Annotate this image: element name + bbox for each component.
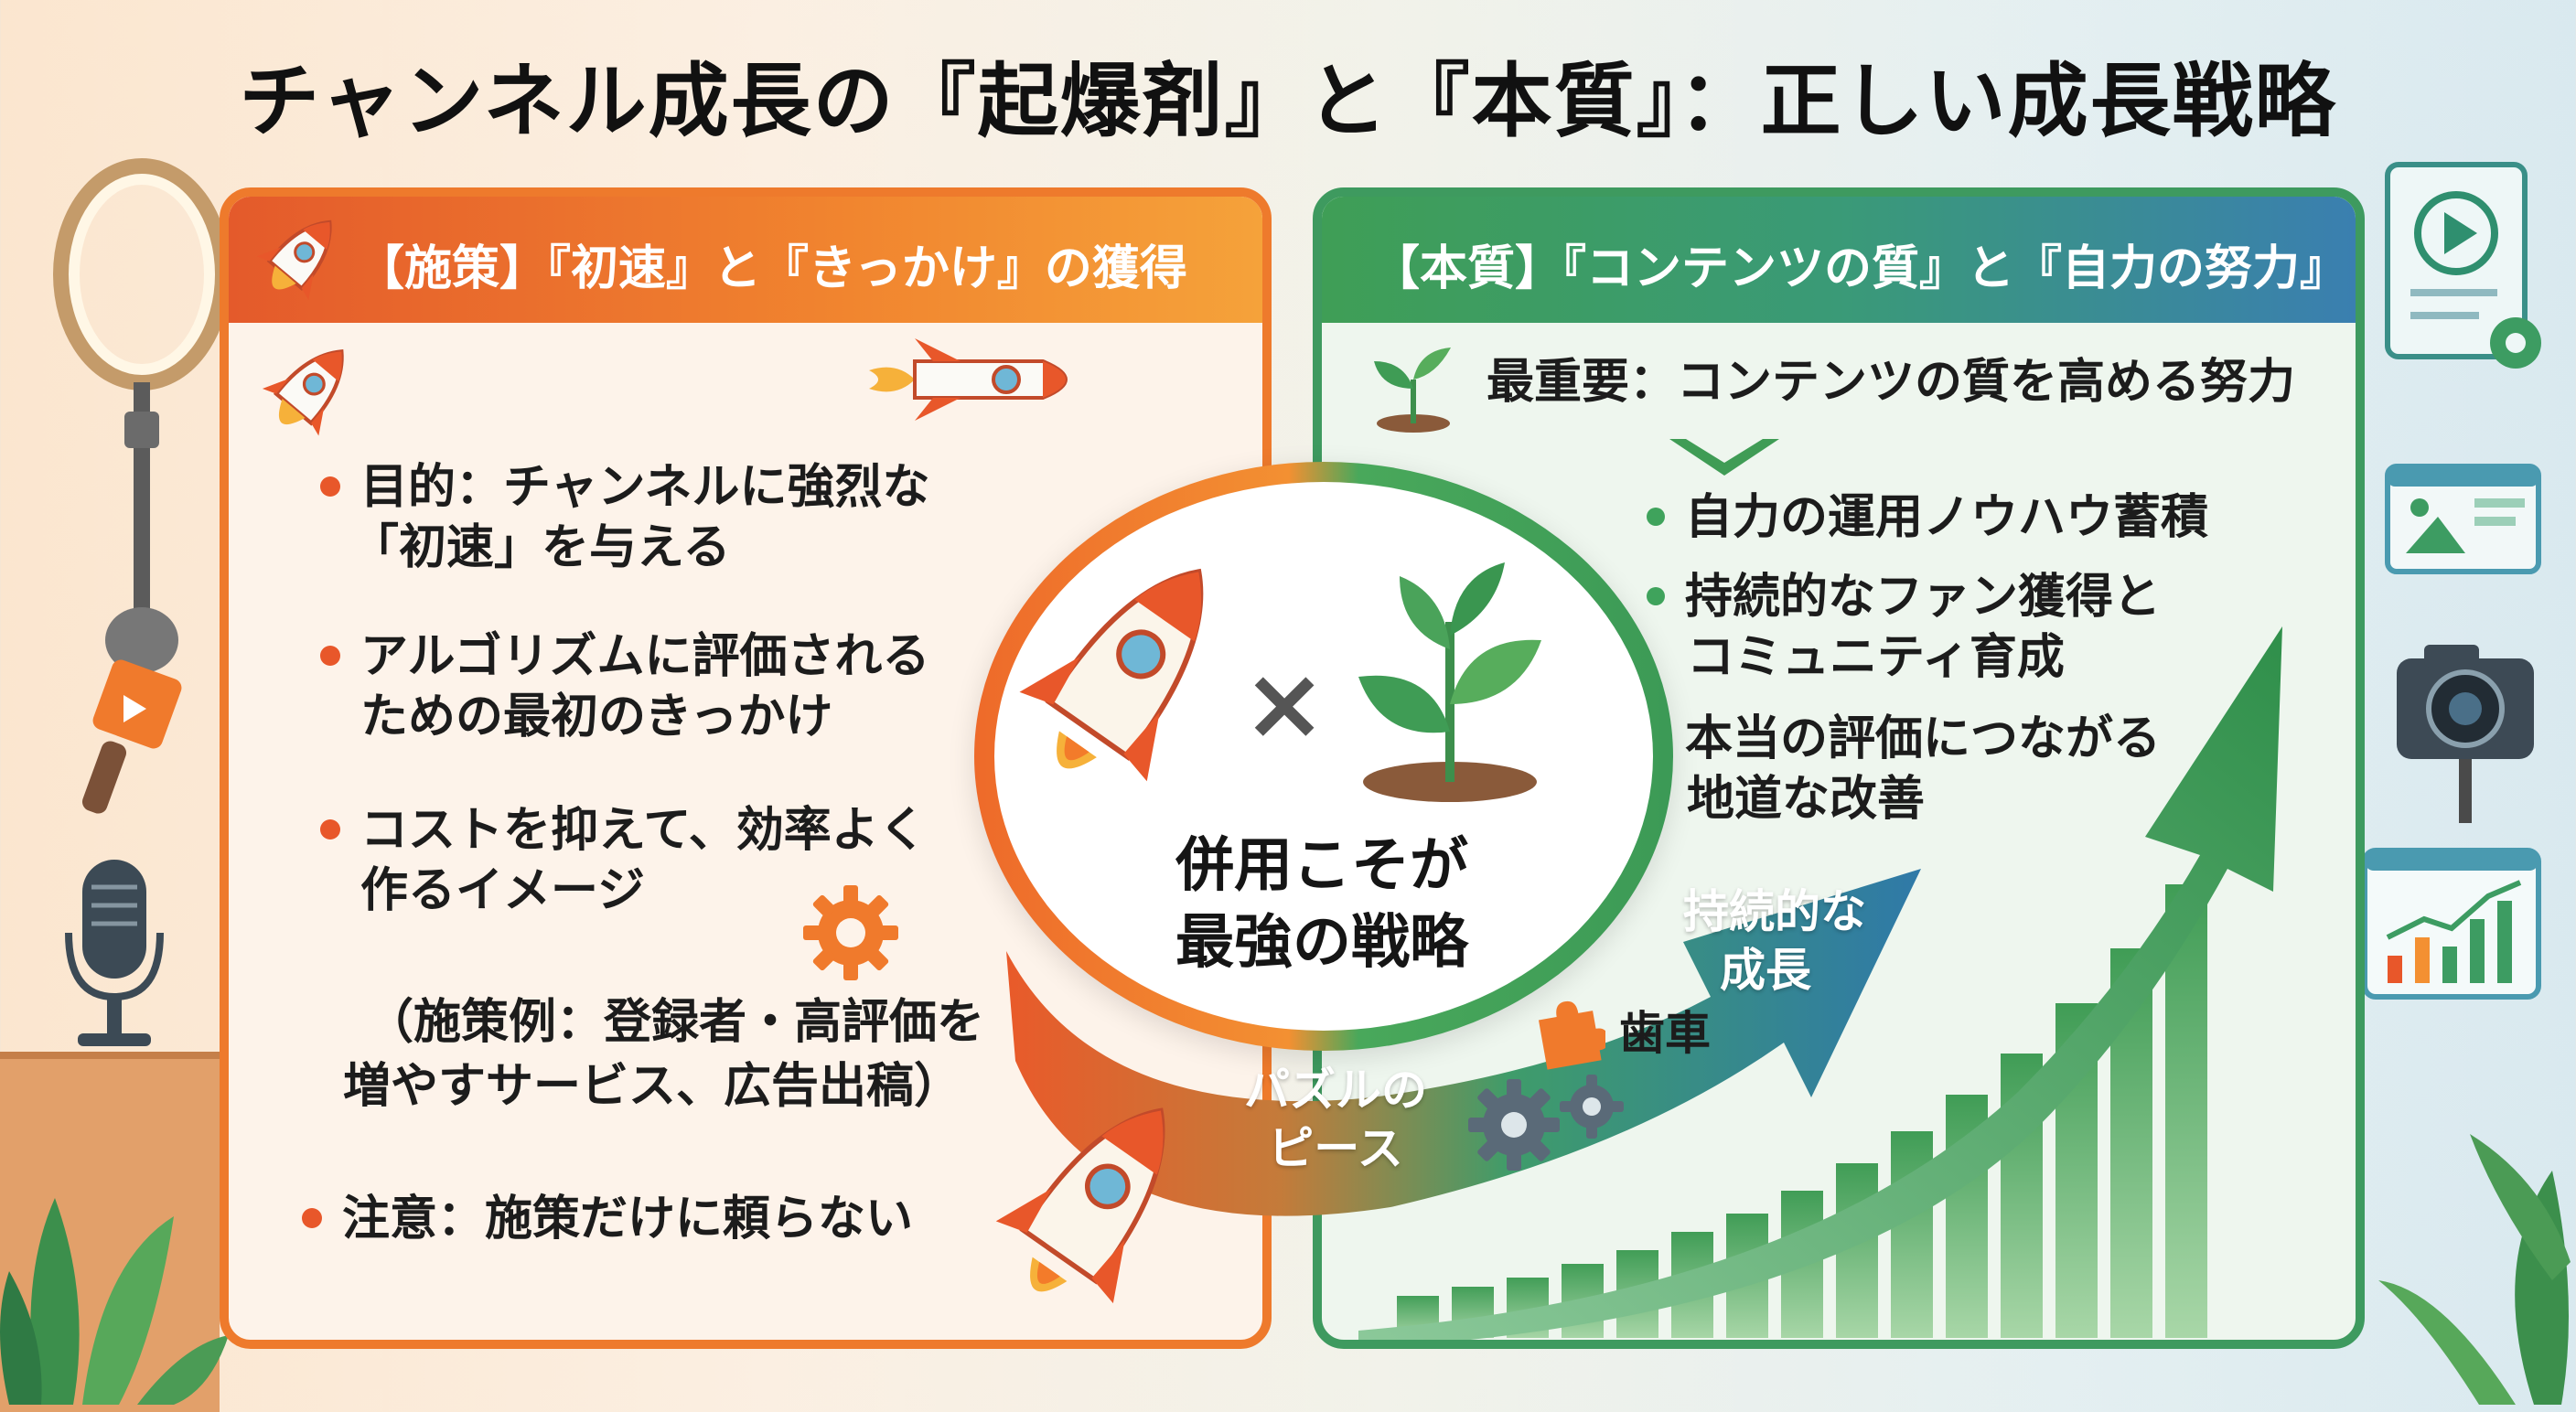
growth-label: 持続的な 成長 bbox=[1683, 885, 1866, 997]
right-bullet-improve: 本当の評価につながる 地道な改善 bbox=[1647, 709, 2161, 829]
bullet-dot bbox=[1647, 508, 1665, 526]
left-example: （施策例：登録者・高評価を bbox=[366, 995, 985, 1050]
camera-icon bbox=[2397, 645, 2534, 823]
left-example-cont: 増やすサービス、広告出稿） bbox=[343, 1059, 962, 1114]
left-panel-title: 【施策】『初速』と『きっかけ』の獲得 bbox=[357, 241, 1187, 296]
puzzle-label: パズルの ピース bbox=[1244, 1064, 1427, 1175]
left-bullet-purpose: 目的：チャンネルに強烈な 「初速」を与える bbox=[320, 457, 929, 578]
gear-icon bbox=[1468, 1075, 1624, 1171]
ring-light-icon bbox=[53, 158, 231, 611]
left-caution: 注意：施策だけに頼らない bbox=[302, 1189, 913, 1249]
growth-arrow bbox=[1006, 869, 1921, 1216]
sprout-icon bbox=[1358, 562, 1541, 802]
bullet-dot bbox=[302, 1208, 322, 1228]
right-bullet-fans: 持続的なファン獲得と コミュニティ育成 bbox=[1647, 567, 2161, 688]
center-message: 併用こそが 最強の戦略 bbox=[1175, 832, 1468, 977]
video-play-icon bbox=[2385, 162, 2541, 369]
growth-bars bbox=[1358, 626, 2282, 1340]
plant-leaves-icon bbox=[0, 1198, 229, 1405]
left-bullet-algorithm: アルゴリズムに評価される ための最初のきっかけ bbox=[320, 626, 929, 747]
microphone-icon bbox=[81, 607, 182, 814]
left-panel-header: 【施策】『初速』と『きっかけ』の獲得 bbox=[229, 197, 1262, 323]
bullet-dot bbox=[320, 646, 340, 666]
rocket-icon bbox=[995, 1107, 1165, 1304]
bullet-dot bbox=[1647, 587, 1665, 605]
microphone-icon bbox=[65, 860, 164, 1046]
gear-icon bbox=[803, 885, 898, 980]
right-panel-header: 【本質】『コンテンツの質』と『自力の努力』 bbox=[1322, 197, 2356, 323]
center-circle bbox=[974, 462, 1673, 1051]
gear-label: 歯車 bbox=[1619, 1007, 1711, 1060]
rocket-icon bbox=[1019, 568, 1204, 782]
chevron-down-icon bbox=[1669, 439, 1779, 476]
page-title: チャンネル成長の『起爆剤』と『本質』：正しい成長戦略 bbox=[239, 54, 2337, 148]
bullet-dot bbox=[320, 476, 340, 497]
bullet-dot bbox=[320, 819, 340, 840]
right-bullet-knowhow: 自力の運用ノウハウ蓄積 bbox=[1647, 487, 2208, 548]
rocket-icon bbox=[262, 349, 344, 436]
left-panel: 【施策】『初速』と『きっかけ』の獲得 目的：チャンネルに強烈な 「初速」を与える… bbox=[220, 187, 1272, 1349]
puzzle-piece-icon bbox=[1538, 1000, 1605, 1070]
right-top-point: 最重要：コンテンツの質を高める努力 bbox=[1487, 355, 2296, 410]
plant-leaves-icon bbox=[2378, 1134, 2571, 1405]
image-window-icon bbox=[2385, 464, 2541, 574]
rocket-icon bbox=[256, 219, 332, 300]
left-bullet-cost: コストを抑えて、効率よく 作るイメージ bbox=[320, 800, 927, 921]
growth-chart-icon bbox=[2362, 848, 2541, 1000]
multiply-sign: × bbox=[1242, 645, 1327, 762]
sprout-icon bbox=[1374, 348, 1451, 433]
rocket-icon bbox=[869, 338, 1068, 421]
right-panel-title: 【本質】『コンテンツの質』と『自力の努力』 bbox=[1372, 241, 2348, 296]
